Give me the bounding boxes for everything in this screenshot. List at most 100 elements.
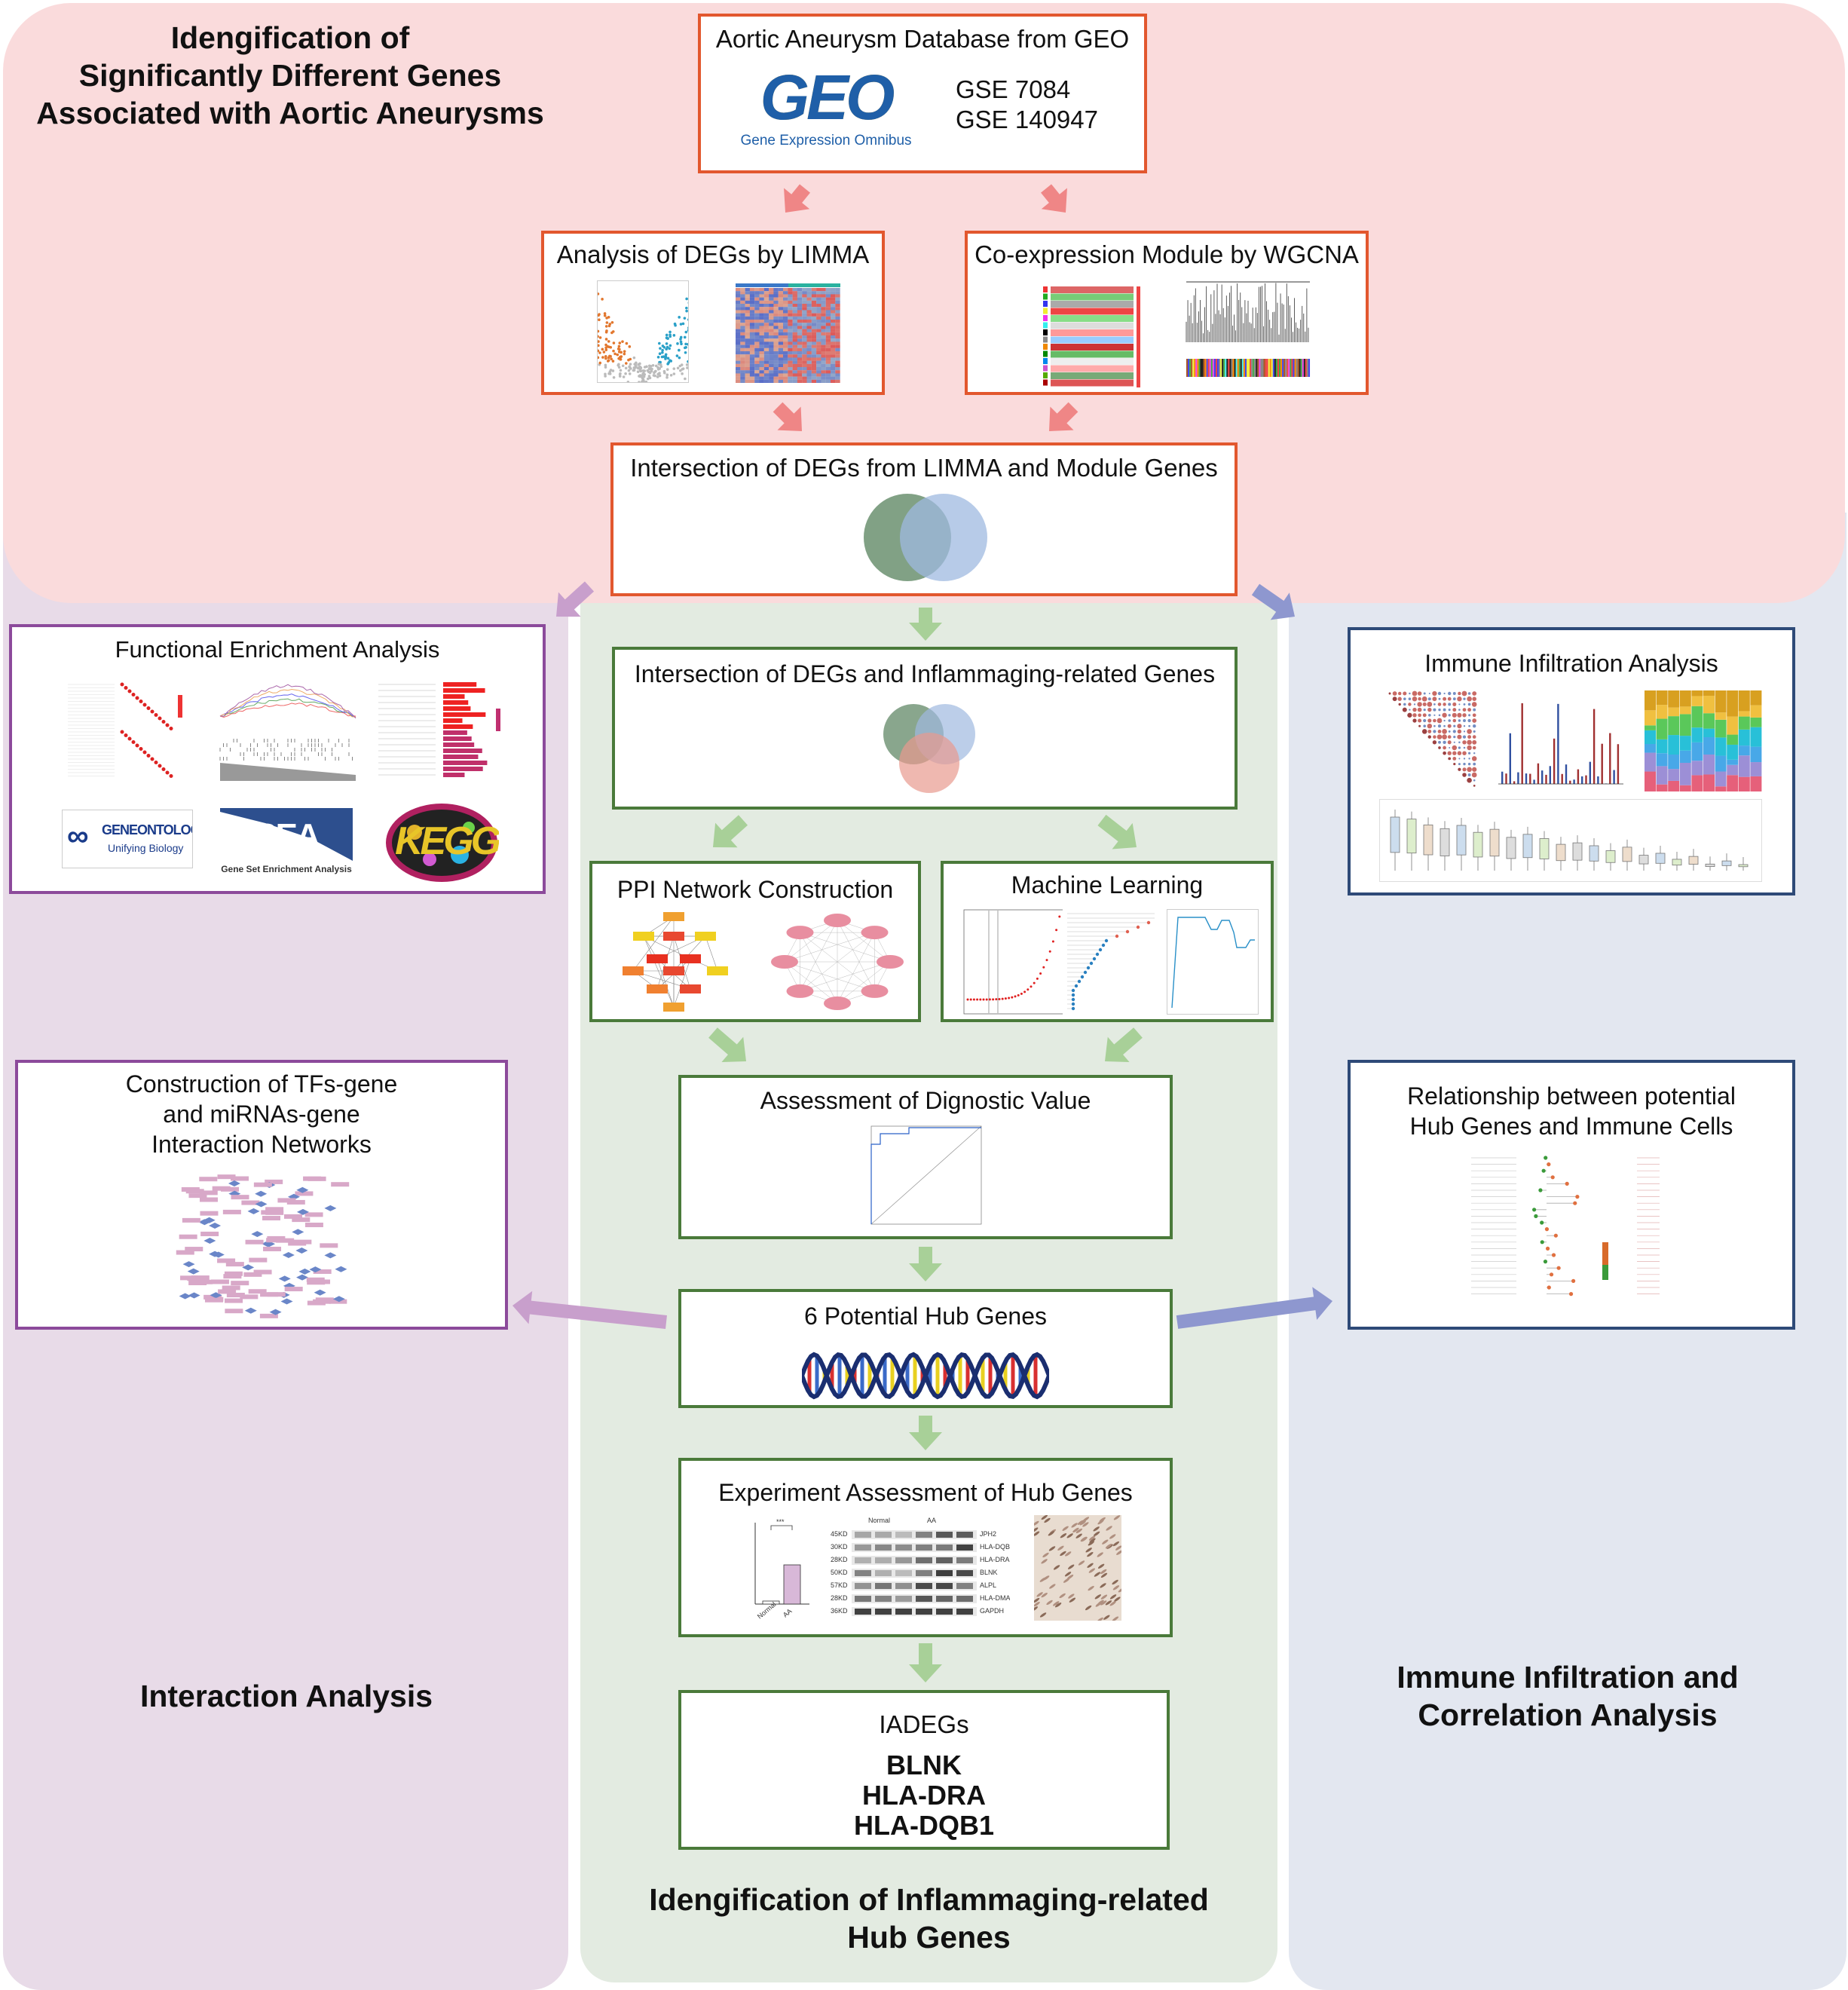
lasso-point	[985, 998, 988, 1001]
heatmap-cell	[792, 332, 797, 336]
dotplot-dot	[150, 709, 155, 714]
heatmap-cell	[792, 341, 797, 345]
module-color-strip	[1300, 359, 1302, 377]
heatmap-cell	[802, 329, 807, 332]
heatmap-cell	[792, 344, 797, 348]
mirna-node	[265, 1179, 283, 1184]
heatmap-cell	[806, 379, 812, 383]
module-color-strip	[1215, 359, 1218, 377]
heatmap-cell	[783, 357, 788, 361]
heatmap-cell	[759, 360, 764, 364]
heatmap-cell	[749, 320, 755, 323]
heatmap-cell	[802, 307, 807, 311]
heatmap-cell	[831, 347, 836, 352]
immune-bar	[1569, 780, 1571, 784]
geneontology-logo-text: GENEONTOLOGY	[102, 822, 192, 837]
blot-band	[936, 1596, 953, 1602]
heatmap-cell	[749, 288, 755, 292]
heatmap-cell	[788, 300, 793, 305]
volcano-point	[662, 369, 666, 373]
blot-band	[895, 1583, 912, 1589]
heatmap-cell	[835, 304, 840, 308]
heatmap-cell	[778, 363, 784, 368]
heatmap-cell	[788, 320, 793, 323]
dotplot-dot	[146, 754, 151, 758]
heatmap-cell	[825, 373, 831, 377]
correlation-dot	[1462, 713, 1467, 718]
blot-band	[956, 1583, 973, 1589]
lollipop-dot	[1575, 1195, 1580, 1199]
module-color-strip	[1306, 359, 1308, 377]
correlation-dot	[1438, 746, 1441, 749]
ihc-cell	[1079, 1520, 1086, 1526]
correlation-dot	[1423, 724, 1426, 727]
iadeg-gene-3: HLA-DQB1	[854, 1810, 994, 1841]
volcano-point	[619, 357, 623, 361]
heatmap-cell	[773, 332, 779, 336]
heatmap-cell	[788, 370, 793, 374]
heatmap-cell	[763, 360, 769, 364]
heatmap-cell	[825, 335, 831, 339]
volcano-point	[598, 344, 600, 347]
blot-band	[875, 1532, 892, 1538]
lasso-point	[1055, 929, 1058, 932]
correlation-dot	[1403, 703, 1406, 706]
volcano-point	[612, 341, 616, 344]
volcano-point	[598, 356, 600, 360]
volcano-point	[658, 374, 662, 378]
module-row	[1051, 372, 1134, 379]
stacked-bar-segment	[1656, 739, 1668, 754]
module-color-strip	[1209, 359, 1211, 377]
mirna-node	[231, 1281, 249, 1286]
stacked-bar-segment	[1656, 705, 1668, 719]
volcano-point	[623, 350, 626, 353]
module-color-key	[1043, 315, 1048, 321]
ihc-cell	[1066, 1574, 1074, 1580]
heatmap-cell	[802, 291, 807, 295]
heatmap-cell	[778, 344, 784, 348]
heatmap-cell	[736, 367, 741, 371]
limma-box-title: Analysis of DEGs by LIMMA	[556, 240, 870, 268]
volcano-point	[639, 366, 643, 369]
ihc-cell	[1097, 1617, 1103, 1621]
heatmap-cell	[783, 332, 788, 336]
heatmap-cell	[736, 304, 741, 308]
heatmap-cell	[825, 357, 831, 361]
heatmap-cell	[825, 341, 831, 345]
heatmap-cell	[778, 338, 784, 342]
immune-bar	[1597, 776, 1599, 784]
flow-arrow-5	[556, 581, 595, 617]
heatmap-cell	[778, 291, 784, 295]
immune-bar	[1573, 779, 1575, 784]
heatmap-cell	[797, 367, 803, 371]
heatmap-cell	[816, 347, 822, 352]
volcano-point	[633, 363, 637, 366]
dotplot-dot	[135, 743, 139, 748]
correlation-dot	[1458, 763, 1461, 766]
module-color-strip	[1207, 359, 1210, 377]
heatmap-cell	[778, 357, 784, 361]
module-row	[1051, 293, 1134, 301]
heatmap-cell	[769, 288, 774, 292]
diagnostic-value-box: Assessment of Dignostic Value	[678, 1075, 1173, 1239]
heatmap-cell	[811, 338, 817, 342]
blot-gene-label: HLA-DMA	[980, 1594, 1010, 1602]
hub-network-edge	[784, 961, 875, 992]
kegg-bar	[443, 688, 485, 693]
mirna-node	[212, 1186, 231, 1191]
correlation-dot	[1458, 746, 1461, 749]
dendrogram-thumb	[1185, 274, 1311, 380]
heatmap-cell	[740, 373, 745, 377]
heatmap-cell	[806, 316, 812, 320]
heatmap-cell	[821, 347, 826, 352]
heatmap-cell	[773, 376, 779, 380]
heatmap-cell	[797, 326, 803, 329]
heatmap-cell	[797, 344, 803, 348]
heatmap-cell	[769, 367, 774, 371]
heatmap-cell	[816, 310, 822, 314]
correlation-dot	[1408, 703, 1412, 706]
ihc-cell	[1034, 1520, 1039, 1526]
heatmap-cell	[831, 288, 836, 292]
heatmap-cell	[835, 329, 840, 332]
heatmap-cell	[783, 313, 788, 317]
